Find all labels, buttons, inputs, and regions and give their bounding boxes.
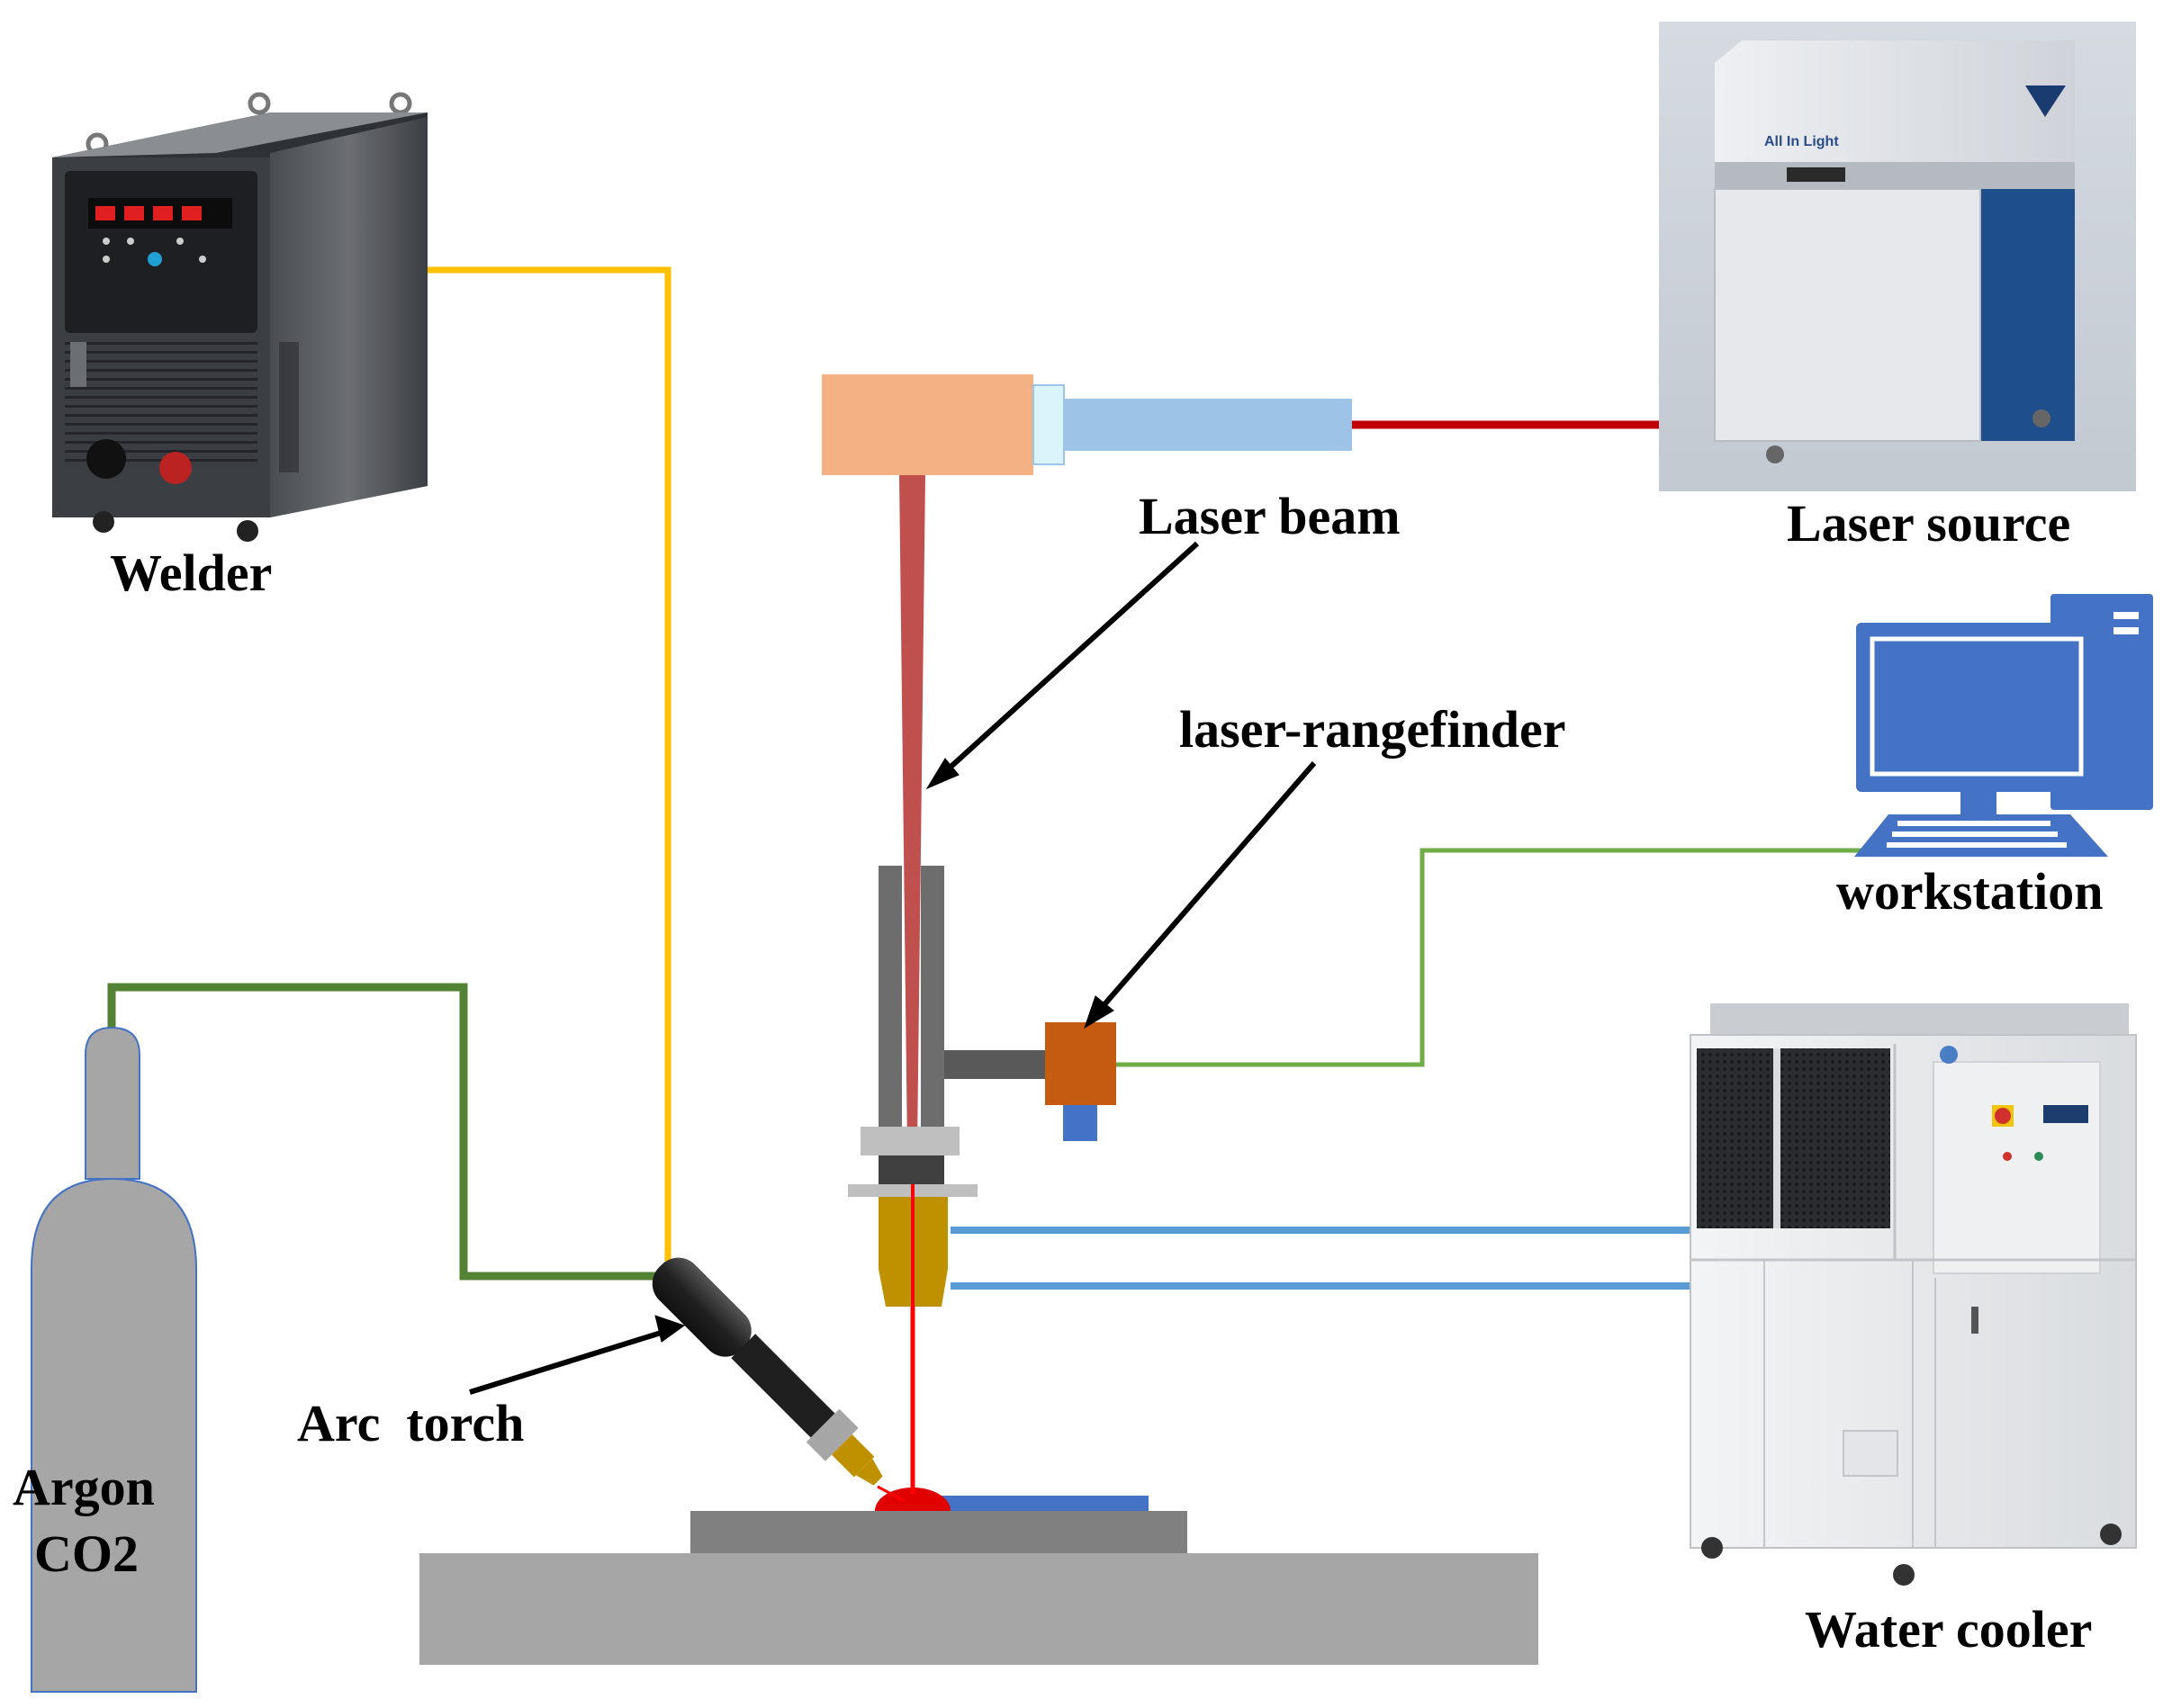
- computer-icon: [1854, 594, 2153, 857]
- pointer-arrows: [469, 541, 1317, 1395]
- laser-head: [822, 374, 1033, 475]
- label-water-cooler: Water cooler: [1805, 1600, 2093, 1659]
- label-laser-source: Laser source: [1787, 494, 2071, 553]
- laser-rangefinder: [1045, 1022, 1116, 1105]
- label-workstation: workstation: [1836, 862, 2104, 921]
- process-head-ring: [861, 1127, 960, 1155]
- process-head-right-wall: [921, 866, 944, 1127]
- label-gas-argon: Argon: [13, 1458, 155, 1516]
- label-arc-torch: Arc torch: [297, 1394, 525, 1452]
- rangefinder-lens: [1063, 1105, 1097, 1141]
- laser-source-brand: All In Light: [1764, 134, 1839, 149]
- process-head-mid: [879, 1155, 944, 1184]
- welder-machine-icon: [52, 92, 428, 542]
- label-laser-rangefinder: laser-rangefinder: [1179, 700, 1566, 759]
- collimator: [1064, 399, 1352, 451]
- collimator-cap: [1032, 384, 1065, 465]
- label-gas-co2: CO2: [34, 1524, 139, 1583]
- signal-cable: [1116, 848, 1874, 1067]
- laser-beam: [899, 475, 925, 1224]
- arrow-arc-torch: [469, 1327, 671, 1395]
- gas-cylinder-icon: [31, 1026, 197, 1693]
- work-table: [419, 1553, 1538, 1665]
- process-head-left-wall: [879, 866, 902, 1127]
- cylinder-body: [31, 1177, 197, 1693]
- water-chiller-icon: [1690, 1003, 2137, 1586]
- weld-pool: [875, 1488, 951, 1511]
- arrow-arc-torch-head: [654, 1315, 686, 1343]
- arrow-rangefinder: [1091, 761, 1317, 1019]
- power-cable: [419, 266, 671, 1276]
- label-laser-beam: Laser beam: [1139, 487, 1401, 545]
- arc-torch-icon: [652, 1257, 883, 1486]
- torch-to-pool: [877, 1485, 906, 1503]
- rangefinder-arm: [944, 1050, 1048, 1079]
- cylinder-valve: [85, 1026, 140, 1180]
- arrow-laser-beam-head: [925, 758, 960, 790]
- arrow-rangefinder-head: [1084, 995, 1114, 1029]
- gas-hose: [107, 983, 677, 1281]
- workpiece: [690, 1511, 1187, 1553]
- weld-bead: [915, 1496, 1149, 1511]
- laser-source-cabinet-icon: All In Light: [1659, 22, 2136, 491]
- arrow-laser-beam: [935, 541, 1200, 781]
- label-welder: Welder: [110, 544, 273, 602]
